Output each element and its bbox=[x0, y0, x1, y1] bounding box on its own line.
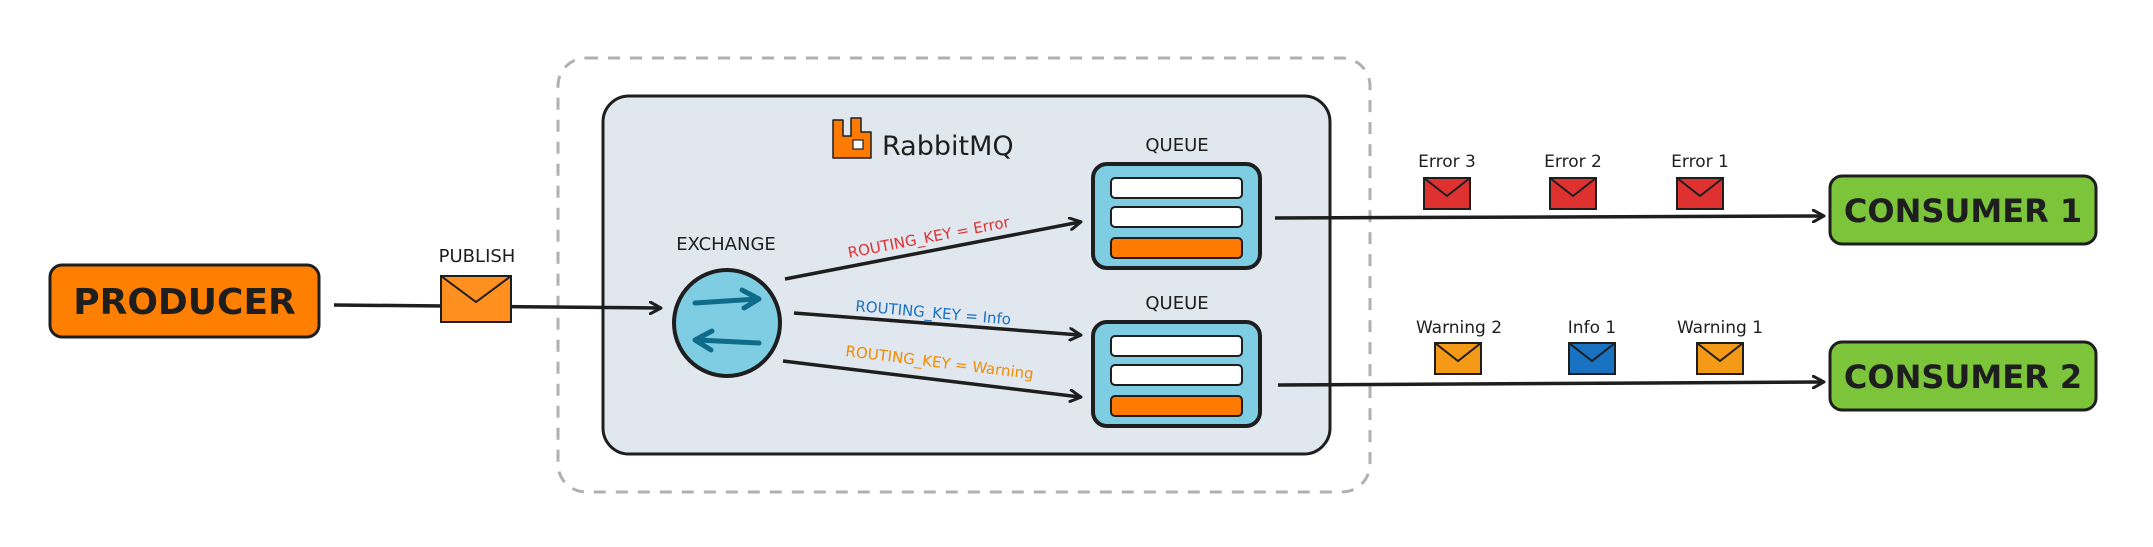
msg-q1-label-0: Error 3 bbox=[1418, 152, 1476, 172]
envelope-icon bbox=[1676, 177, 1724, 210]
queue1-slot bbox=[1110, 206, 1243, 228]
consumer2-label: CONSUMER 2 bbox=[1844, 358, 2082, 396]
envelope-icon bbox=[1423, 177, 1471, 210]
envelope-icon bbox=[1434, 342, 1482, 375]
queue1-slot bbox=[1110, 177, 1243, 199]
rabbitmq-logo-icon bbox=[832, 117, 872, 159]
consumer2-node[interactable] bbox=[1828, 340, 2098, 412]
queue2-consumer2-arrow bbox=[1277, 382, 1823, 385]
msg-q1-label-2: Error 1 bbox=[1671, 152, 1729, 172]
queue1-node[interactable] bbox=[1091, 162, 1262, 270]
queue2-slot bbox=[1110, 364, 1243, 386]
queue2-slot-active bbox=[1110, 395, 1243, 417]
route-error-arrow bbox=[784, 222, 1080, 281]
broker-name: RabbitMQ bbox=[882, 131, 1014, 162]
envelope-icon bbox=[1549, 177, 1597, 210]
msg-q2-label-0: Warning 2 bbox=[1416, 318, 1502, 338]
msg-q2-label-2: Warning 1 bbox=[1677, 318, 1763, 338]
msg-q2-label-1: Info 1 bbox=[1568, 318, 1616, 338]
queue1-slot-active bbox=[1110, 237, 1243, 259]
producer-label: PRODUCER bbox=[73, 282, 296, 323]
queue2-label: QUEUE bbox=[1145, 293, 1208, 314]
queue2-slot bbox=[1110, 335, 1243, 357]
swap-arrows-icon bbox=[692, 287, 762, 353]
msg-q1-label-1: Error 2 bbox=[1544, 152, 1602, 172]
route-warning-arrow bbox=[782, 359, 1080, 397]
envelope-icon bbox=[1568, 342, 1616, 375]
exchange-node[interactable] bbox=[672, 268, 782, 378]
publish-label: PUBLISH bbox=[439, 246, 516, 267]
queue1-consumer1-arrow bbox=[1274, 216, 1823, 218]
exchange-label: EXCHANGE bbox=[676, 234, 776, 255]
queue1-label: QUEUE bbox=[1145, 135, 1208, 156]
consumer1-node[interactable] bbox=[1828, 174, 2098, 246]
envelope-icon bbox=[440, 275, 512, 323]
broker-boundary bbox=[556, 56, 1372, 494]
route-info-arrow bbox=[793, 311, 1080, 335]
consumer1-label: CONSUMER 1 bbox=[1844, 192, 2082, 230]
producer-node[interactable] bbox=[48, 263, 321, 339]
envelope-icon bbox=[1696, 342, 1744, 375]
queue2-node[interactable] bbox=[1091, 320, 1262, 428]
